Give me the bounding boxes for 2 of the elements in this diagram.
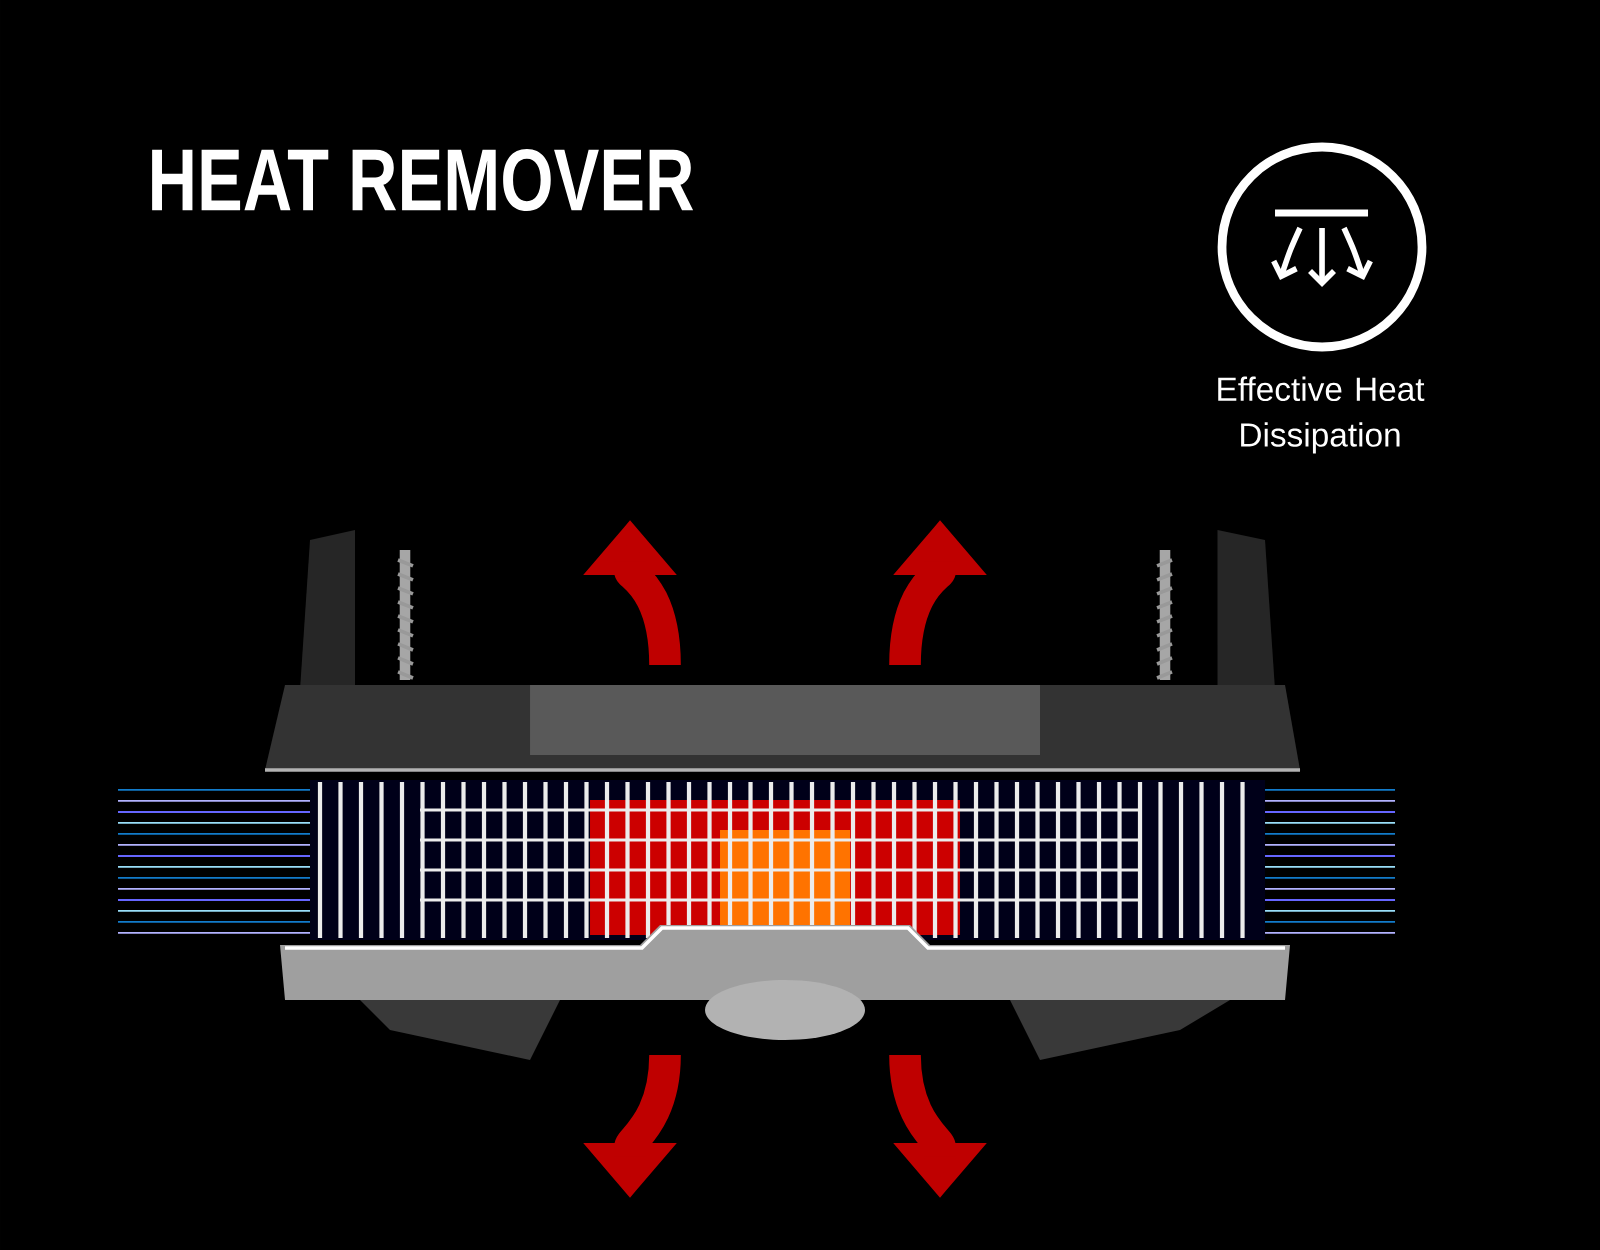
title: HEAT REMOVER <box>152 148 694 212</box>
icon-caption: Effective Heat Dissipation <box>1218 376 1425 454</box>
